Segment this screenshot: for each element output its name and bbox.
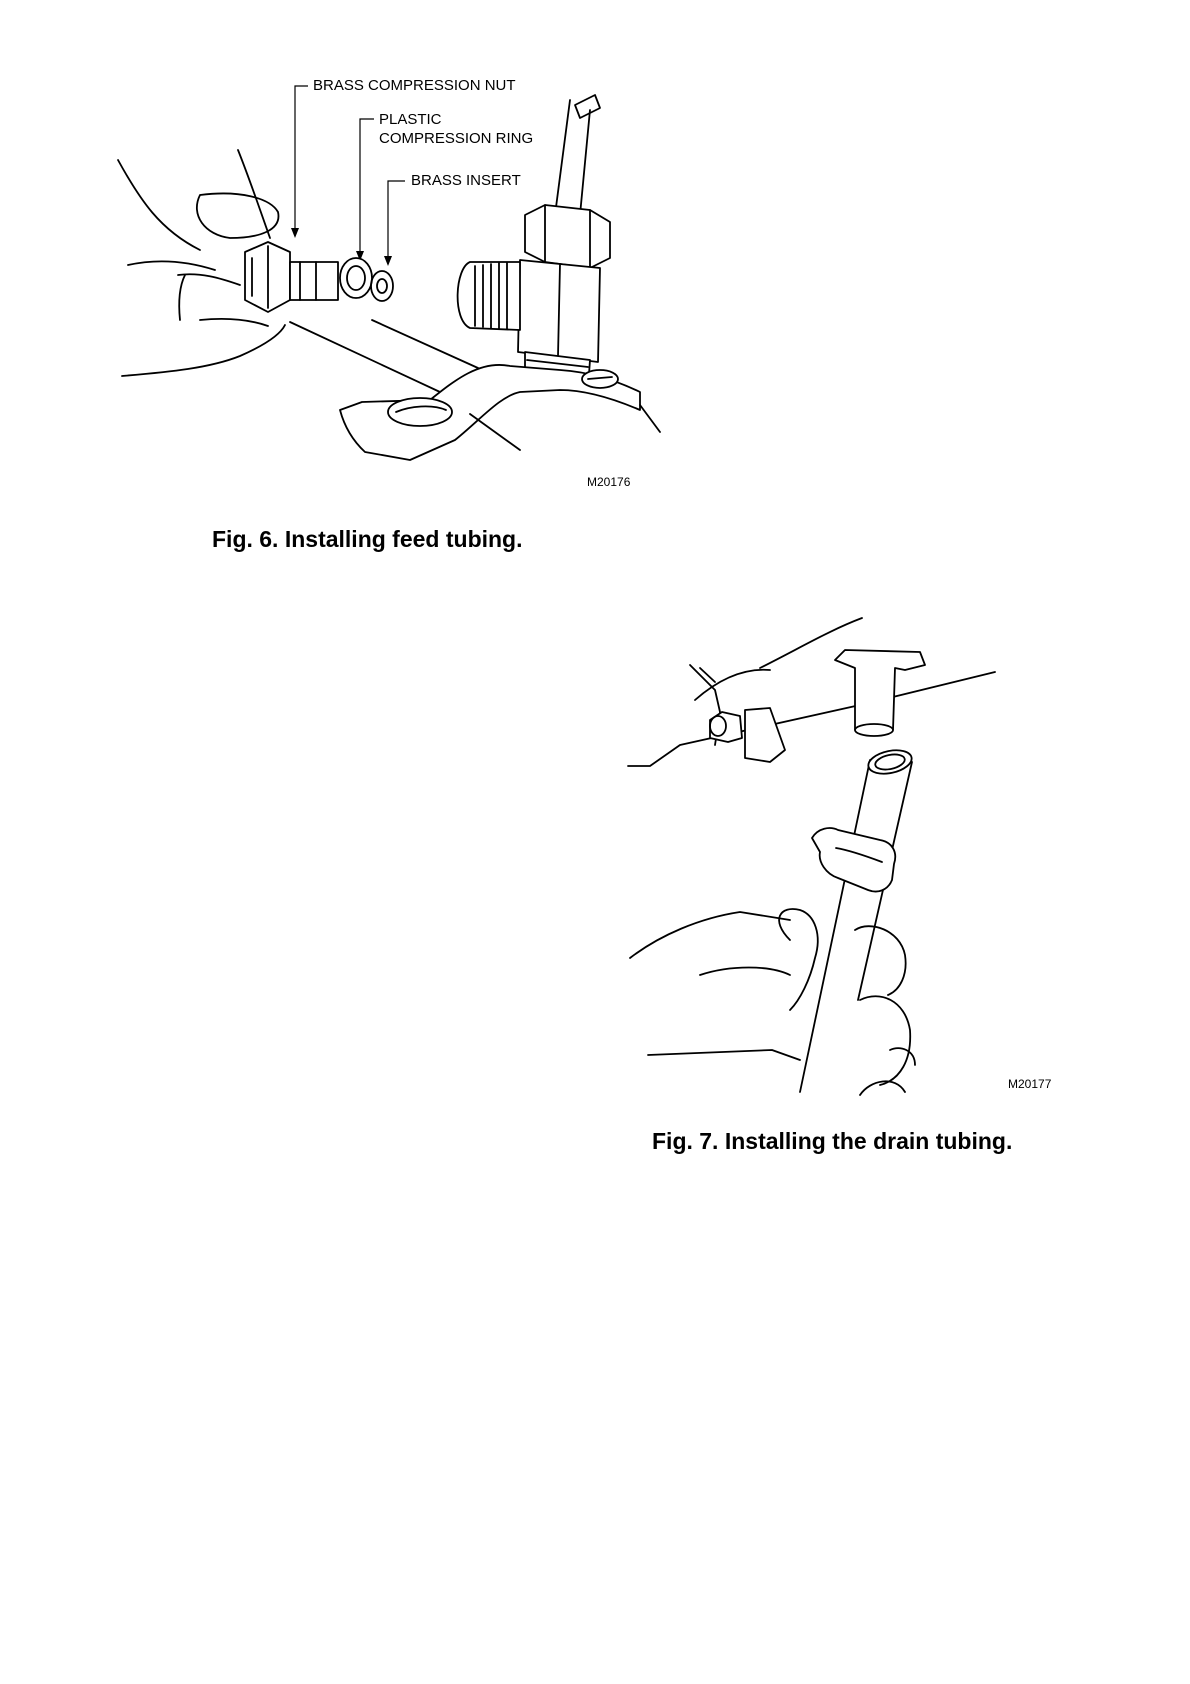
tube-clamp	[812, 828, 895, 891]
drain-bracket	[628, 618, 995, 766]
figure-7: M20177 Fig. 7. Installing the drain tubi…	[0, 0, 1190, 1200]
figure-7-caption: Fig. 7. Installing the drain tubing.	[652, 1128, 1012, 1155]
drain-tubing-illustration	[0, 0, 1190, 1200]
drain-tube	[800, 747, 914, 1092]
model-number-fig7: M20177	[1008, 1077, 1051, 1091]
